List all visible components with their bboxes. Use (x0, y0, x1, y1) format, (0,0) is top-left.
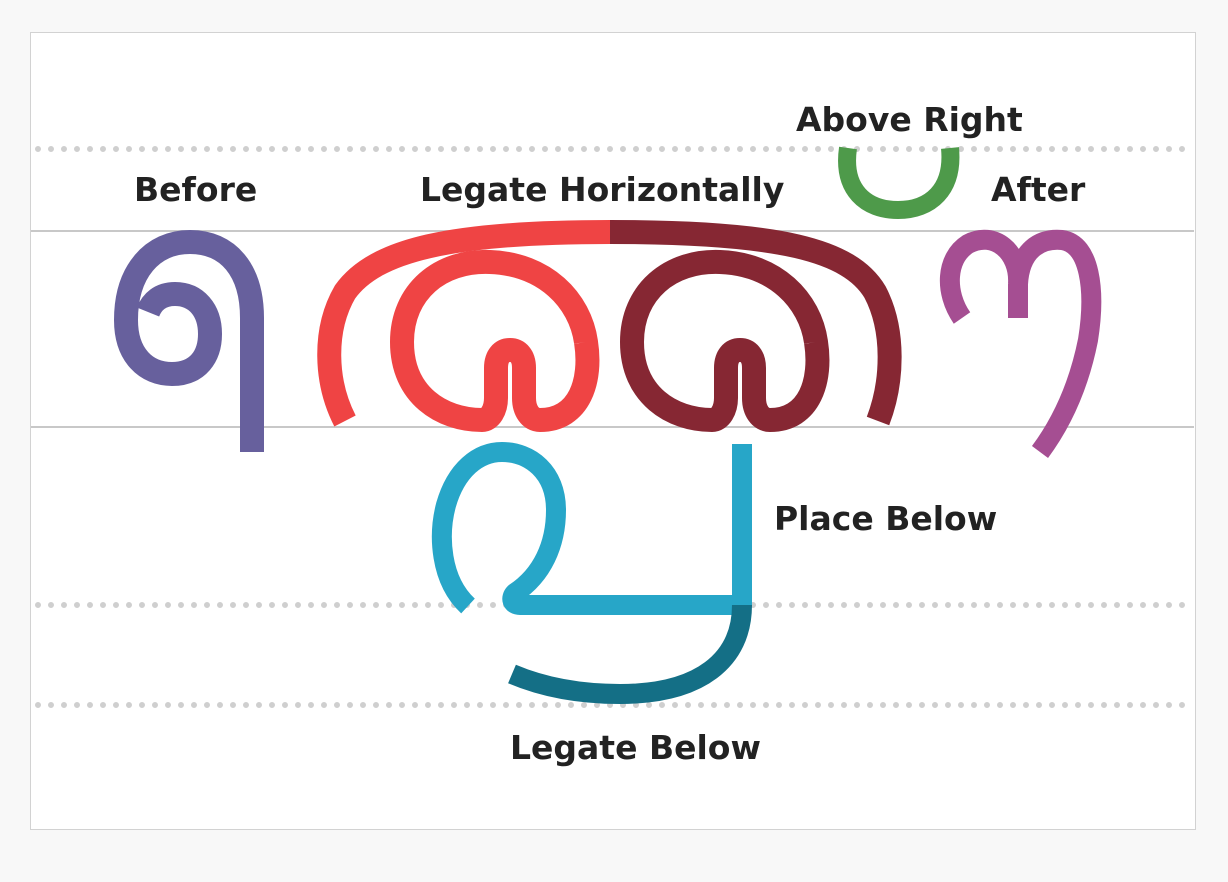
before-label: Before (134, 170, 258, 209)
legate-horizontally-right-loop (620, 249, 830, 432)
legate-horizontally-left-loop (390, 249, 600, 432)
legate-horizontally-right-glyph (609, 220, 902, 426)
legate-horizontally-label: Legate Horizontally (420, 170, 785, 209)
after-glyph (939, 229, 1102, 458)
above-right-glyph (838, 146, 960, 219)
above-right-label: Above Right (796, 100, 1023, 139)
place-below-label: Place Below (774, 499, 998, 538)
legate-horizontally-left-glyph (317, 220, 611, 427)
legate-below-label: Legate Below (510, 728, 761, 767)
legate-below-glyph (508, 604, 752, 704)
before-glyph (114, 230, 264, 452)
after-label: After (991, 170, 1086, 209)
place-below-glyph (432, 442, 752, 615)
